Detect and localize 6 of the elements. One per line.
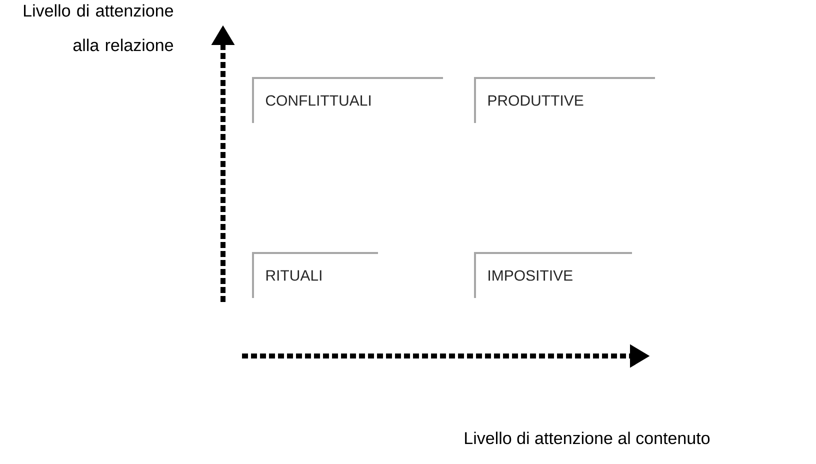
corner-bracket-box: IMPOSITIVE xyxy=(474,252,632,298)
axis-label: Livello di attenzione alla relazione xyxy=(24,4,174,52)
axis-label: Livello di attenzione al contenuto xyxy=(465,432,710,444)
corner-bracket-box: PRODUTTIVE xyxy=(474,77,655,123)
corner-bracket-box: RITUALI xyxy=(252,252,378,298)
corner-bracket-box: CONFLITTUALI xyxy=(252,77,443,123)
